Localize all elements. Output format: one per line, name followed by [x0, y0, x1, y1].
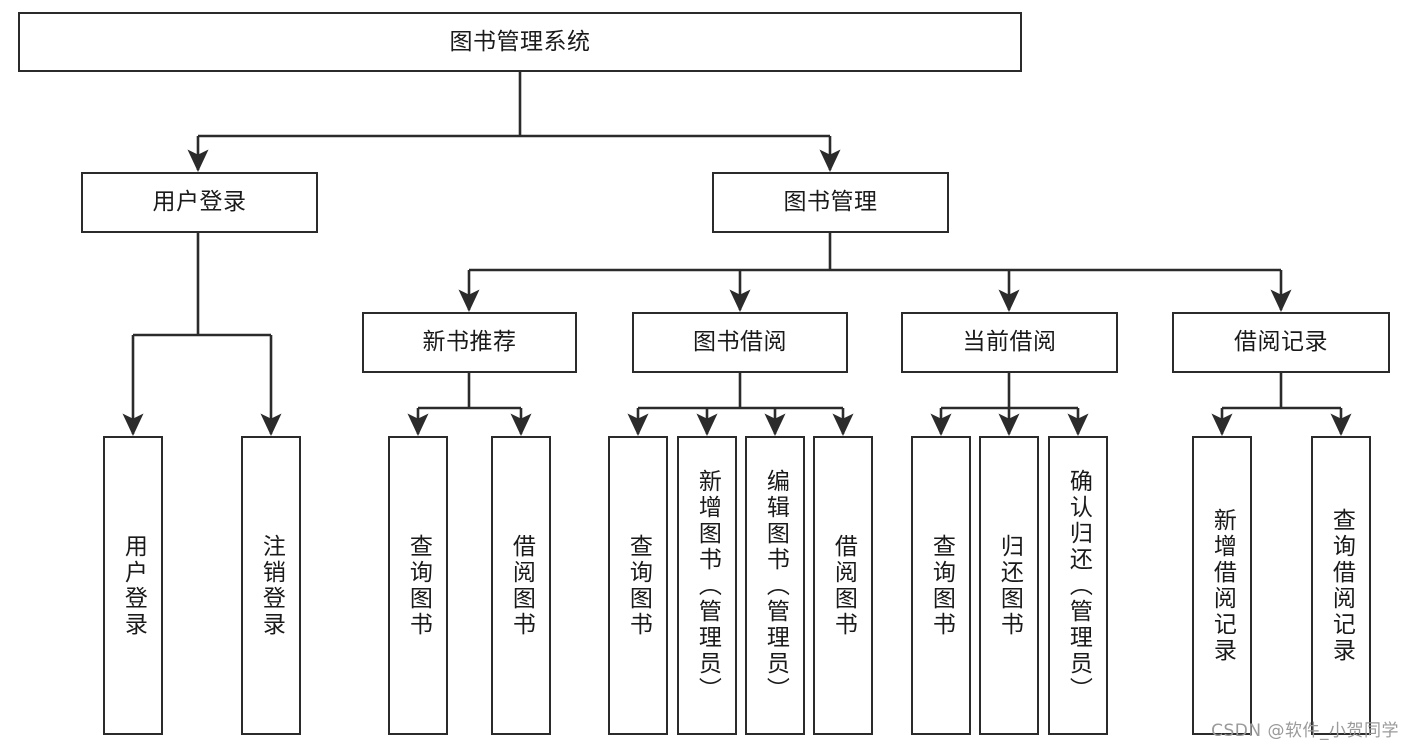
node-label: 确认归还（管理员） [1065, 468, 1092, 703]
node-label: 新增借阅记录 [1209, 507, 1236, 664]
node-label: 图书借阅 [693, 329, 787, 356]
node-label: 图书管理 [783, 189, 878, 216]
node-label: 新书推荐 [422, 329, 517, 356]
csdn-watermark: CSDN @软件_小贺同学 [1211, 721, 1399, 741]
node-leaf-logout[interactable]: 注销登录 [241, 436, 301, 735]
node-label: 查询图书 [405, 533, 432, 638]
node-label: 用户登录 [120, 533, 147, 638]
node-user-login[interactable]: 用户登录 [81, 172, 318, 233]
node-label: 注销登录 [258, 533, 285, 638]
node-label: 新增图书（管理员） [694, 468, 721, 703]
node-leaf-edit-book-admin[interactable]: 编辑图书（管理员） [745, 436, 805, 735]
node-label: 查询图书 [625, 533, 652, 638]
node-label: 用户登录 [152, 189, 247, 216]
node-leaf-add-book-admin[interactable]: 新增图书（管理员） [677, 436, 737, 735]
node-new-book-recommendation[interactable]: 新书推荐 [362, 312, 577, 373]
node-root-book-management-system[interactable]: 图书管理系统 [18, 12, 1022, 72]
node-leaf-add-borrow-record[interactable]: 新增借阅记录 [1192, 436, 1252, 735]
node-leaf-query-borrow-record[interactable]: 查询借阅记录 [1311, 436, 1371, 735]
node-leaf-user-login[interactable]: 用户登录 [103, 436, 163, 735]
node-book-management[interactable]: 图书管理 [712, 172, 949, 233]
node-label: 查询借阅记录 [1328, 507, 1355, 664]
node-label: 借阅图书 [508, 533, 535, 638]
node-leaf-query-book-recommend[interactable]: 查询图书 [388, 436, 448, 735]
node-leaf-return-book[interactable]: 归还图书 [979, 436, 1039, 735]
node-label: 归还图书 [996, 533, 1023, 638]
node-current-borrowing[interactable]: 当前借阅 [901, 312, 1118, 373]
node-label: 借阅图书 [830, 533, 857, 638]
node-leaf-confirm-return-admin[interactable]: 确认归还（管理员） [1048, 436, 1108, 735]
node-label: 借阅记录 [1234, 329, 1328, 356]
node-leaf-borrow-book[interactable]: 借阅图书 [813, 436, 873, 735]
node-label: 编辑图书（管理员） [762, 468, 789, 703]
node-label: 当前借阅 [962, 329, 1057, 356]
node-book-borrowing[interactable]: 图书借阅 [632, 312, 848, 373]
node-borrowing-record[interactable]: 借阅记录 [1172, 312, 1390, 373]
node-leaf-query-book-borrow[interactable]: 查询图书 [608, 436, 668, 735]
node-leaf-borrow-book-recommend[interactable]: 借阅图书 [491, 436, 551, 735]
node-label: 查询图书 [928, 533, 955, 638]
node-label: 图书管理系统 [449, 28, 591, 55]
node-leaf-query-book-current[interactable]: 查询图书 [911, 436, 971, 735]
